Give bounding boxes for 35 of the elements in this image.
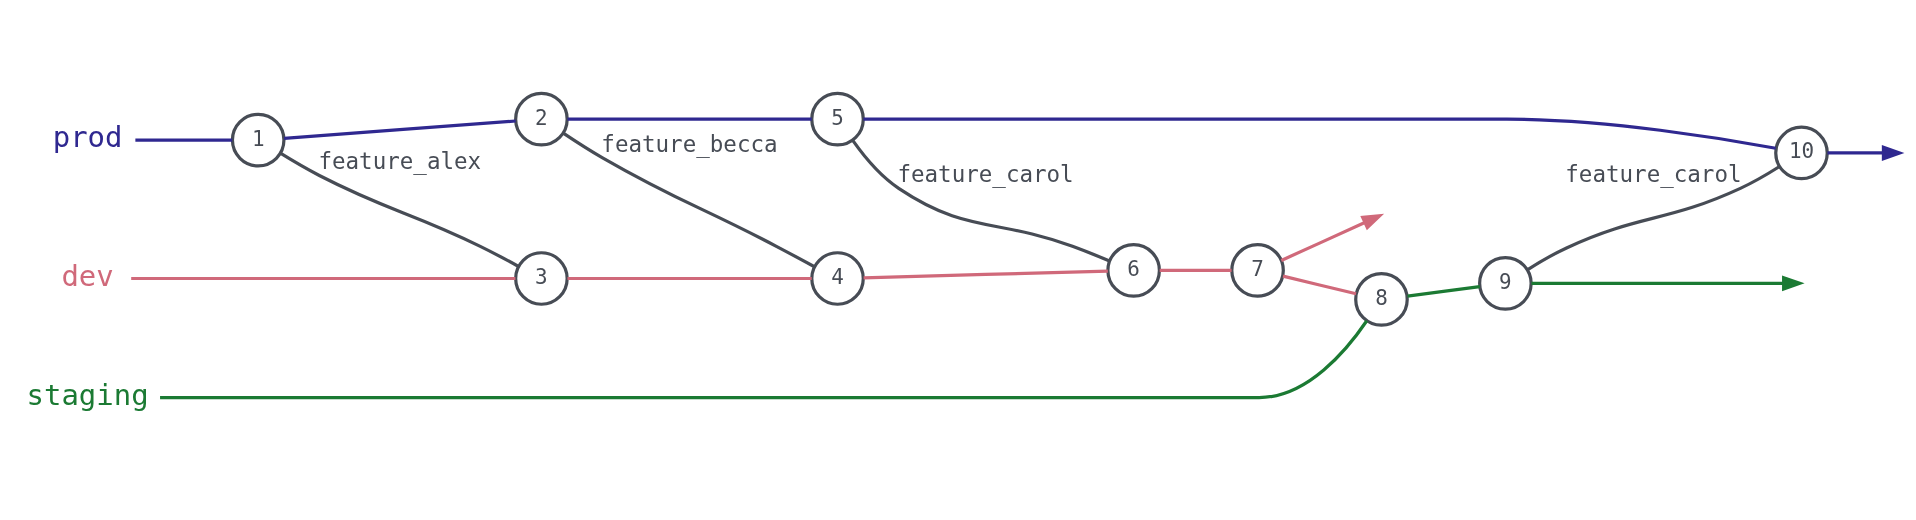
- node-circle: 4: [810, 251, 865, 306]
- arrow: [1827, 145, 1905, 161]
- connector: [567, 117, 812, 121]
- node-circle: 7: [1230, 243, 1285, 298]
- edge-label: feature_carol: [897, 161, 1074, 188]
- node-circle: 10: [1774, 125, 1829, 181]
- connector: [567, 276, 812, 281]
- node-circle: 2: [514, 91, 569, 147]
- node-circle: 8: [1354, 272, 1409, 327]
- node-circle: 9: [1478, 255, 1533, 311]
- connector: [1526, 165, 1781, 272]
- arrow: [1280, 213, 1385, 262]
- connector: [131, 276, 516, 281]
- edge-label: feature_alex: [318, 148, 482, 175]
- node-circle: 6: [1106, 243, 1161, 298]
- connector: [135, 138, 233, 142]
- connector: [284, 119, 516, 140]
- arrow: [1531, 275, 1805, 292]
- connector: [1159, 268, 1232, 273]
- connector: [863, 117, 1776, 150]
- node-circle: 3: [514, 251, 569, 306]
- node-text: staging: [26, 377, 149, 412]
- connector: [279, 151, 520, 268]
- node-text: dev: [61, 258, 114, 293]
- edge-label: feature_carol: [1565, 161, 1742, 188]
- connector: [562, 132, 816, 269]
- connector: [851, 139, 1111, 263]
- node-circle: 5: [810, 91, 865, 147]
- connector: [160, 319, 1369, 400]
- connector: [1407, 284, 1480, 298]
- edge-label: feature_becca: [601, 130, 778, 157]
- node-circle: 1: [230, 112, 286, 168]
- connector: [1282, 274, 1357, 296]
- connector: [863, 269, 1108, 280]
- node-text: prod: [52, 120, 123, 155]
